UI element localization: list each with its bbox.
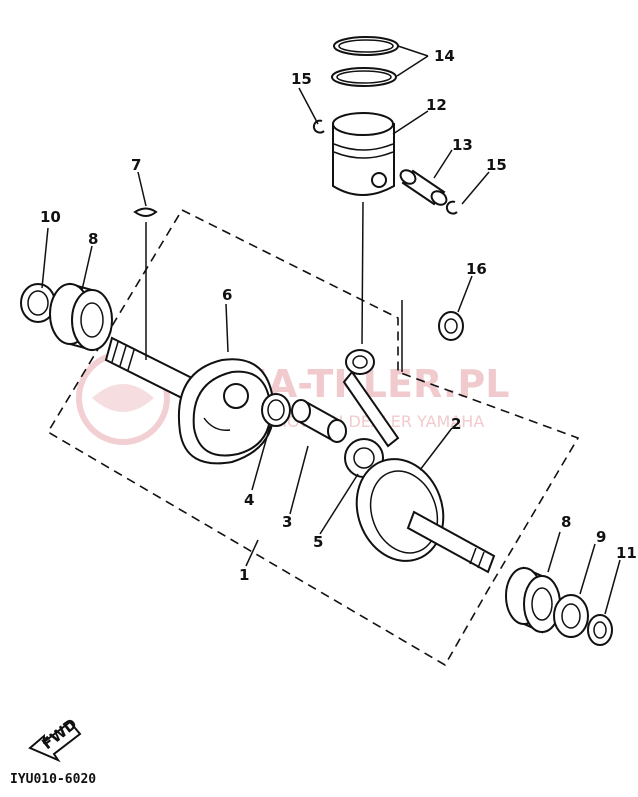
piston-pin [399, 169, 448, 206]
callout-15-left: 15 [291, 70, 312, 88]
callout-14: 14 [434, 47, 455, 65]
crankshaft-left-half [104, 336, 275, 465]
crankshaft-right-half [355, 458, 496, 574]
callout-2: 2 [451, 415, 461, 433]
callout-labels: 1 2 3 4 5 6 7 8 8 9 10 11 12 13 14 15 15… [40, 47, 637, 584]
leader-lines [41, 45, 621, 615]
fwd-arrow-icon: FWD [28, 715, 82, 763]
small-end-bearing [438, 311, 464, 341]
bearing-left [49, 282, 113, 352]
callout-9: 9 [596, 528, 606, 546]
callout-12: 12 [426, 96, 447, 114]
callout-8-left: 8 [88, 230, 98, 248]
circlip-left [312, 119, 325, 134]
callout-11: 11 [616, 544, 637, 562]
needle-bearing [261, 393, 291, 427]
callout-4: 4 [244, 491, 254, 509]
callout-8-right: 8 [561, 513, 571, 531]
callout-6: 6 [222, 286, 232, 304]
crank-pin [291, 399, 347, 443]
piston-rings [331, 36, 399, 87]
circlip-right [445, 200, 458, 215]
oil-seal-right [553, 594, 589, 638]
callout-3: 3 [282, 513, 292, 531]
callout-10: 10 [40, 208, 61, 226]
callout-15-right: 15 [486, 156, 507, 174]
callout-1: 1 [239, 566, 249, 584]
callout-16: 16 [466, 260, 487, 278]
collar [587, 614, 613, 646]
callout-7: 7 [131, 156, 141, 174]
piston [332, 112, 395, 196]
callout-5: 5 [313, 533, 323, 551]
bearing-right [505, 566, 561, 634]
diagram-code: IYU010-6020 [10, 772, 96, 787]
woodruff-key [133, 207, 158, 217]
crankshaft-assembly-outline [46, 208, 580, 667]
callout-13: 13 [452, 136, 473, 154]
